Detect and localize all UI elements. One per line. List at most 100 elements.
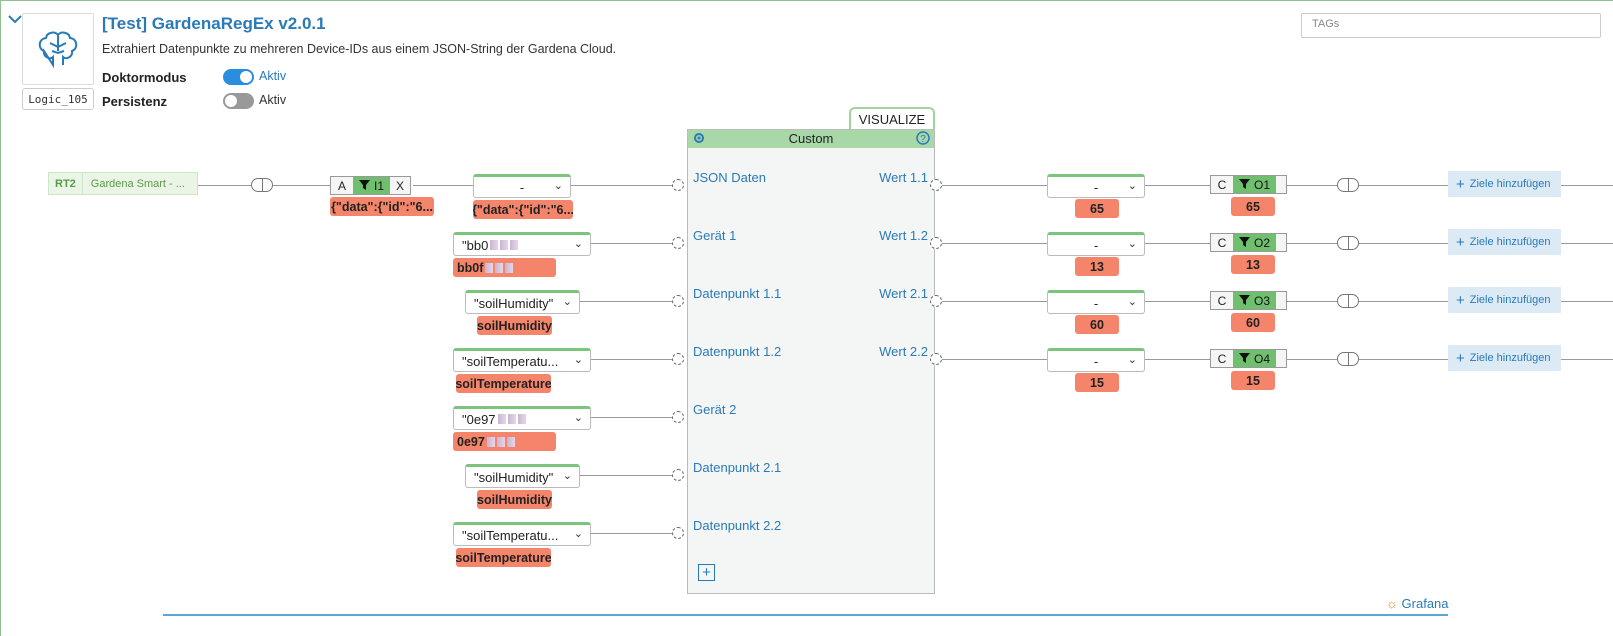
plus-icon: + — [1456, 233, 1465, 251]
io-c-button[interactable]: C — [1211, 292, 1233, 309]
output-io-value: 13 — [1231, 255, 1275, 274]
connector-handle[interactable] — [1337, 294, 1359, 308]
output-selector-value: 60 — [1075, 315, 1119, 334]
connector-handle[interactable] — [1337, 178, 1359, 192]
brain-icon — [22, 13, 94, 85]
input-port-dot[interactable] — [672, 237, 684, 249]
output-selector-3[interactable]: -⌄ — [1047, 290, 1145, 314]
gear-icon[interactable] — [692, 131, 706, 150]
grafana-icon: ☼ — [1386, 596, 1398, 611]
output-port-dot[interactable] — [930, 237, 942, 249]
device-2-selector[interactable]: "0e97⌄ — [453, 406, 591, 430]
datapoint-2-1-value: soilHumidity — [477, 490, 552, 509]
device-1-selector[interactable]: "bb0⌄ — [453, 232, 591, 256]
port-device-1: Gerät 1 — [693, 228, 737, 243]
input-port-dot[interactable] — [672, 295, 684, 307]
chevron-down-icon: ⌄ — [1127, 354, 1137, 366]
help-icon[interactable]: ? — [916, 131, 930, 150]
plus-icon: + — [1456, 175, 1465, 193]
svg-text:?: ? — [920, 134, 926, 145]
io-filter[interactable]: O3 — [1233, 292, 1277, 309]
output-port-dot[interactable] — [930, 179, 942, 191]
input-port-dot[interactable] — [672, 527, 684, 539]
datapoint-1-2-selector[interactable]: "soilTemperatu...⌄ — [453, 348, 591, 372]
output-io-2[interactable]: C O2 — [1210, 233, 1288, 252]
io-filter[interactable]: O2 — [1233, 234, 1277, 251]
input-port-dot[interactable] — [672, 179, 684, 191]
output-port-dot[interactable] — [930, 353, 942, 365]
connector-handle[interactable] — [1337, 352, 1359, 366]
add-target-button[interactable]: + Ziele hinzufügen — [1448, 171, 1561, 197]
input-port-dot[interactable] — [672, 411, 684, 423]
output-selector-2[interactable]: -⌄ — [1047, 232, 1145, 256]
datapoint-2-1-selector[interactable]: "soilHumidity"⌄ — [465, 464, 580, 488]
output-io-value: 15 — [1231, 371, 1275, 390]
output-selector-value: 13 — [1075, 257, 1119, 276]
connector-handle[interactable] — [1337, 236, 1359, 250]
chevron-down-icon: ⌄ — [562, 296, 572, 308]
grafana-link[interactable]: ☼ Grafana — [1386, 596, 1449, 611]
io-c-button[interactable]: C — [1211, 350, 1233, 367]
persistence-toggle[interactable] — [223, 93, 254, 109]
input-io-i1[interactable]: A I1 X — [330, 176, 412, 195]
filter-icon — [359, 179, 370, 193]
port-datapoint-2-1: Datenpunkt 2.1 — [693, 460, 782, 475]
output-selector-1[interactable]: -⌄ — [1047, 174, 1145, 198]
port-device-2: Gerät 2 — [693, 402, 737, 417]
source-name: Gardena Smart - ... — [90, 177, 185, 190]
chevron-down-icon: ⌄ — [573, 528, 583, 540]
tags-input[interactable]: TAGs — [1301, 13, 1601, 38]
divider — [163, 614, 1448, 616]
output-selector-value: 15 — [1075, 373, 1119, 392]
visualize-tab[interactable]: VISUALIZE — [849, 107, 935, 130]
output-port-dot[interactable] — [930, 295, 942, 307]
input-port-dot[interactable] — [672, 469, 684, 481]
source-node[interactable]: RT2 Gardena Smart - ... — [48, 172, 198, 195]
io-a-button[interactable]: A — [331, 177, 353, 194]
persistence-state: Aktiv — [259, 93, 287, 107]
plus-icon: + — [1456, 349, 1465, 367]
filter-icon — [1239, 294, 1250, 308]
device-2-value: 0e97 — [453, 432, 556, 451]
io-filter[interactable]: O1 — [1233, 176, 1277, 193]
datapoint-1-1-selector[interactable]: "soilHumidity"⌄ — [465, 290, 580, 314]
output-io-1[interactable]: C O1 — [1210, 175, 1288, 194]
output-io-value: 65 — [1231, 197, 1275, 216]
io-filter[interactable]: O4 — [1233, 350, 1277, 367]
input-port-dot[interactable] — [672, 353, 684, 365]
io-x-button[interactable]: X — [390, 177, 411, 194]
doctor-mode-toggle[interactable] — [223, 69, 254, 85]
block-header: Custom ? — [688, 130, 934, 148]
collapse-chevron-icon[interactable] — [8, 11, 22, 29]
block-name: Custom — [788, 131, 834, 146]
io-c-button[interactable]: C — [1211, 176, 1233, 193]
chevron-down-icon: ⌄ — [553, 180, 563, 192]
io-label: I1 — [374, 178, 385, 193]
add-target-button[interactable]: + Ziele hinzufügen — [1448, 229, 1561, 255]
io-c-button[interactable]: C — [1211, 234, 1233, 251]
add-input-button[interactable]: + — [698, 564, 715, 581]
chevron-down-icon: ⌄ — [562, 470, 572, 482]
output-selector-4[interactable]: -⌄ — [1047, 348, 1145, 372]
port-datapoint-1-1: Datenpunkt 1.1 — [693, 286, 782, 301]
filter-icon — [1239, 236, 1250, 250]
page-title: [Test] GardenaRegEx v2.0.1 — [102, 14, 326, 33]
page-description: Extrahiert Datenpunkte zu mehreren Devic… — [102, 42, 617, 56]
filter-icon — [1239, 352, 1250, 366]
io-filter[interactable]: I1 — [353, 177, 391, 194]
chevron-down-icon: ⌄ — [573, 354, 583, 366]
output-io-4[interactable]: C O4 — [1210, 349, 1288, 368]
json-selector[interactable]: -⌄ — [473, 174, 571, 198]
filter-icon — [1239, 178, 1250, 192]
connector-handle[interactable] — [251, 178, 273, 192]
port-value-2-1: Wert 2.1 — [879, 286, 928, 301]
add-target-button[interactable]: + Ziele hinzufügen — [1448, 345, 1561, 371]
output-io-value: 60 — [1231, 313, 1275, 332]
plus-icon: + — [1456, 291, 1465, 309]
add-target-button[interactable]: + Ziele hinzufügen — [1448, 287, 1561, 313]
port-json-data: JSON Daten — [693, 170, 766, 185]
datapoint-2-2-selector[interactable]: "soilTemperatu...⌄ — [453, 522, 591, 546]
port-datapoint-2-2: Datenpunkt 2.2 — [693, 518, 782, 533]
output-io-3[interactable]: C O3 — [1210, 291, 1288, 310]
